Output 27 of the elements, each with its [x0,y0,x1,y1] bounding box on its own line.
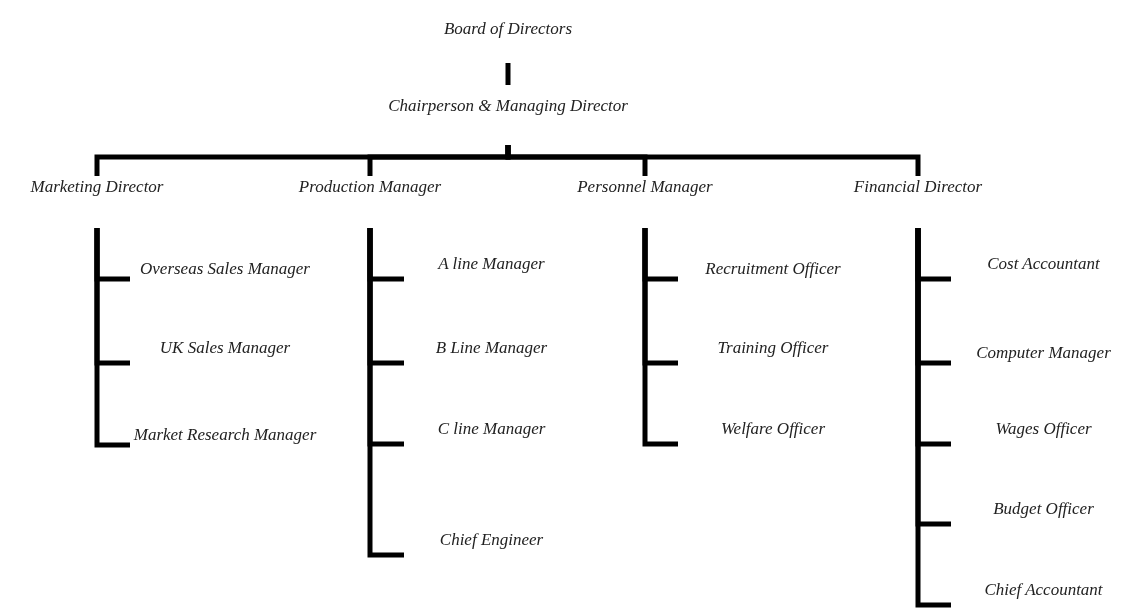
connector-line [642,228,678,447]
role-label: Budget Officer [951,498,1136,528]
role-label: Overseas Sales Manager [130,258,320,304]
role-label: Production Manager [275,176,465,228]
connector-line [915,228,951,608]
role-label: UK Sales Manager [130,337,320,367]
connector-line [94,228,130,448]
role-label: Welfare Officer [678,418,868,448]
connector-line [505,145,921,176]
role-label: Chairperson & Managing Director [358,85,658,145]
role-label: B Line Manager [404,337,579,367]
role-label: C line Manager [404,418,579,448]
connector-line [505,63,511,85]
role-label: Market Research Manager [130,424,320,470]
role-label: Training Officer [678,337,868,367]
role-label: Chief Accountant [951,579,1136,609]
role-label: Chief Engineer [404,529,579,559]
role-label: Wages Officer [951,418,1136,448]
role-label: Personnel Manager [555,176,735,228]
role-label: Financial Director [828,176,1008,228]
role-label: Board of Directors [408,16,608,63]
role-label: Computer Manager [951,342,1136,388]
role-label: Recruitment Officer [678,258,868,304]
role-label: A line Manager [404,253,579,283]
role-label: Cost Accountant [951,253,1136,283]
role-label: Marketing Director [7,176,187,228]
connector-line [367,228,404,558]
